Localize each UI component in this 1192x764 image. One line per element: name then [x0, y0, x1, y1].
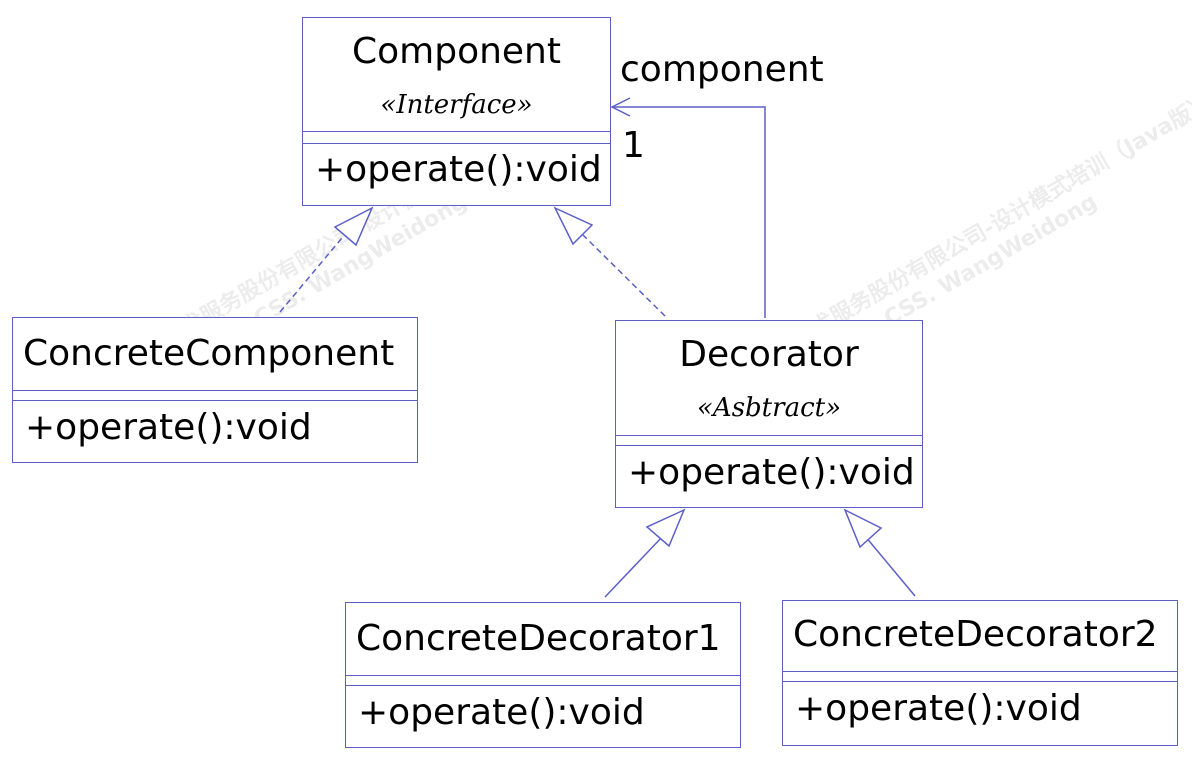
attribute-divider — [13, 390, 417, 391]
class-name: Component — [351, 31, 561, 72]
method-divider — [616, 445, 922, 446]
method-divider — [346, 685, 740, 686]
class-method: +operate():void — [25, 407, 312, 448]
method-divider — [13, 400, 417, 401]
attribute-divider — [303, 131, 610, 132]
class-name: ConcreteDecorator2 — [793, 614, 1158, 655]
generalization-arrowhead-decorator1 — [645, 508, 686, 548]
class-concrete-decorator2: ConcreteDecorator2 +operate():void — [782, 600, 1178, 746]
generalization-arrowhead-decorator2 — [843, 508, 883, 549]
class-concrete-component: ConcreteComponent +operate():void — [12, 317, 418, 463]
attribute-divider — [783, 671, 1177, 672]
class-concrete-decorator1: ConcreteDecorator1 +operate():void — [345, 602, 741, 748]
association-arrowhead-component — [610, 97, 631, 117]
class-name: Decorator — [679, 334, 859, 375]
generalization-line-decorator2 — [864, 535, 916, 597]
realization-arrowhead-concrete-component — [333, 206, 374, 247]
class-method: +operate():void — [358, 692, 645, 733]
association-multiplicity-label: 1 — [622, 125, 645, 166]
method-divider — [303, 143, 610, 144]
class-component: Component «Interface» +operate():void — [302, 17, 611, 206]
class-stereotype: «Interface» — [380, 90, 533, 120]
realization-line-concrete-component — [279, 225, 353, 313]
realization-arrowhead-decorator — [553, 206, 594, 246]
realization-line-decorator — [582, 234, 666, 317]
attribute-divider — [616, 435, 922, 436]
class-decorator: Decorator «Asbtract» +operate():void — [615, 320, 923, 508]
class-name: ConcreteComponent — [23, 333, 395, 374]
class-method: +operate():void — [628, 452, 915, 493]
generalization-line-decorator1 — [604, 535, 664, 598]
class-method: +operate():void — [315, 149, 602, 190]
association-line-component — [612, 106, 766, 318]
association-role-label: component — [620, 49, 824, 90]
class-method: +operate():void — [795, 688, 1082, 729]
class-name: ConcreteDecorator1 — [356, 618, 721, 659]
class-stereotype: «Asbtract» — [697, 393, 841, 423]
attribute-divider — [346, 675, 740, 676]
method-divider — [783, 681, 1177, 682]
